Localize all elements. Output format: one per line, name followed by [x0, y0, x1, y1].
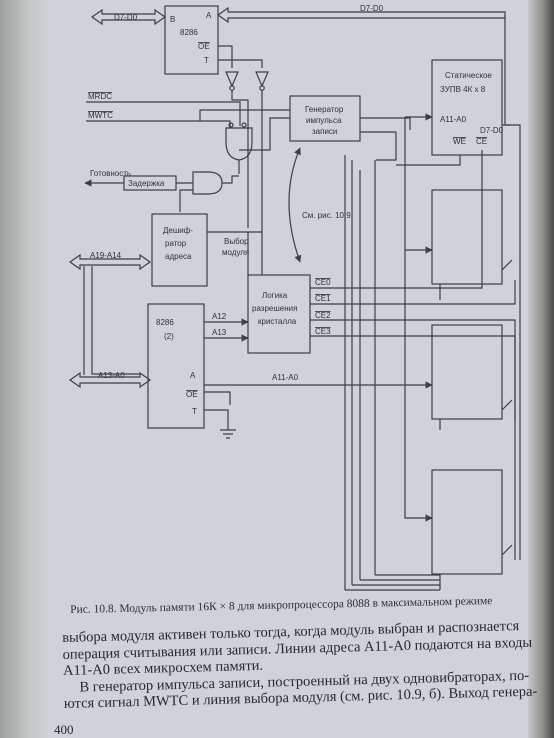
svg-text:кристалла: кристалла	[258, 317, 297, 326]
delay-label: Задержка	[128, 179, 165, 188]
write-pulse-generator: Генератор импульса записи	[289, 95, 411, 142]
buf1-pin-t: T	[204, 56, 209, 65]
page-number: 400	[54, 722, 74, 737]
svg-text:CE1: CE1	[315, 294, 331, 303]
svg-text:CE0: CE0	[315, 278, 331, 287]
address-bus-a11a0: A11-A0	[204, 113, 433, 522]
bus-d7d0-left-label: D7-D0	[114, 13, 138, 22]
svg-text:CE3: CE3	[315, 327, 331, 336]
bus-d7d0-mem-label: D7-D0	[480, 126, 504, 135]
mwtc-label: MWTC	[88, 111, 113, 120]
svg-text:CE2: CE2	[315, 311, 331, 320]
svg-text:WE: WE	[453, 137, 466, 146]
bus-d7d0-top-label: D7-D0	[360, 4, 384, 13]
page-edge-shadow	[528, 0, 554, 738]
chip-enable-logic: Логика разрешения кристалла	[247, 230, 311, 354]
data-bus-d7d0: D7-D0 D7-D0	[90, 4, 506, 125]
inverter-gates	[225, 71, 269, 230]
buf1-pin-a: A	[206, 11, 212, 20]
ready-delay-chain: Готовность Задержка	[84, 169, 239, 212]
mrdc-label: MRDC	[88, 92, 112, 101]
svg-text:Дешиф-: Дешиф-	[163, 226, 193, 235]
address-bus-inputs: A19-A14 A13-A0	[68, 251, 152, 389]
memory-bus-lines	[344, 132, 440, 591]
svg-text:8286: 8286	[156, 318, 174, 327]
svg-text:T: T	[192, 407, 197, 416]
svg-text:A12: A12	[212, 312, 227, 321]
svg-text:OE: OE	[186, 390, 198, 399]
svg-text:CE: CE	[476, 137, 487, 146]
svg-text:ратор: ратор	[165, 239, 187, 248]
a12-a13-lines: A12 A13	[204, 312, 249, 342]
svg-text:разрешения: разрешения	[252, 304, 297, 313]
svg-text:(2): (2)	[164, 332, 174, 341]
buf1-pin-b: B	[170, 15, 175, 24]
address-decoder: Дешиф- ратор адреса Выбор модуля	[151, 213, 262, 287]
memory-module-schematic: D7-D0 D7-D0 B A 8286 OE T MRDC MWTC	[68, 4, 521, 591]
a19a14-label: A19-A14	[90, 251, 122, 260]
memory-chip-4	[431, 469, 503, 575]
chip-enable-lines: CE0 CE1 CE2 CE3	[310, 150, 516, 560]
svg-text:A: A	[190, 371, 196, 380]
svg-text:Генератор: Генератор	[305, 105, 344, 114]
module-select-label-1: Выбор	[224, 237, 249, 246]
buf1-part-label: 8286	[180, 28, 198, 37]
memory-data-lines	[439, 124, 521, 590]
svg-text:записи: записи	[312, 127, 337, 136]
ready-label: Готовность	[90, 169, 131, 178]
module-select-label-2: модуля	[222, 248, 249, 257]
page-binding-shadow	[0, 0, 48, 738]
memory-chip-2	[431, 189, 503, 285]
buffer-8286-2: 8286 (2) A OE T	[147, 303, 236, 439]
svg-text:Статическое: Статическое	[445, 71, 492, 80]
a11a0-label: A11-A0	[272, 373, 299, 382]
buf1-pin-oe: OE	[198, 42, 210, 51]
svg-text:A11-A0: A11-A0	[440, 115, 467, 124]
see-fig-label: См. рис. 10.9.	[302, 211, 353, 220]
body-text: выбора модуля активен только тогда, когд…	[62, 617, 554, 712]
a13a0-label: A13-A0	[98, 371, 125, 380]
see-figure-note: См. рис. 10.9.	[288, 147, 353, 263]
buffer-8286-1: B A 8286 OE T	[164, 5, 263, 75]
svg-text:адреса: адреса	[165, 252, 192, 261]
svg-text:импульса: импульса	[306, 116, 342, 125]
memory-chip-3	[431, 324, 503, 420]
svg-text:Логика: Логика	[262, 291, 288, 300]
svg-text:ЗУПВ 4К х 8: ЗУПВ 4К х 8	[440, 85, 486, 94]
control-signals: MRDC MWTC	[86, 92, 290, 174]
memory-chip-1: Статическое ЗУПВ 4К х 8 A11-A0 D7-D0 WE …	[396, 59, 510, 166]
svg-text:A13: A13	[212, 328, 227, 337]
